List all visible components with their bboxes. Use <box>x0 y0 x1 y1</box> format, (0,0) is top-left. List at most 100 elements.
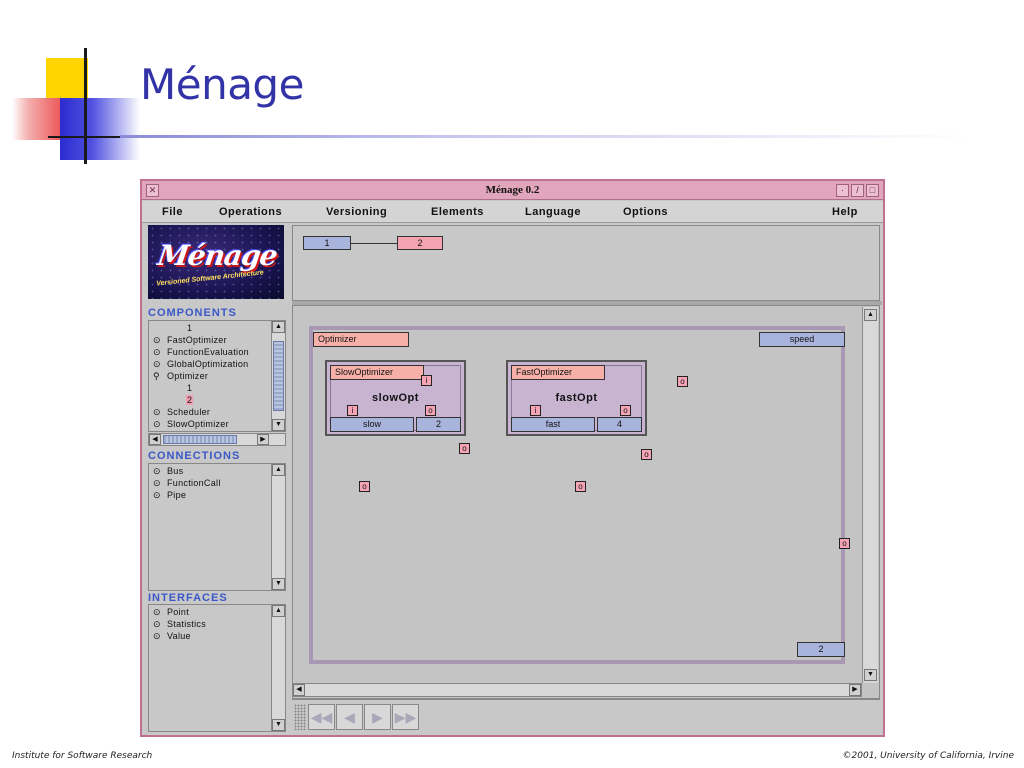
port-in[interactable]: i <box>347 405 358 416</box>
arrow-up-icon[interactable]: ▲ <box>864 309 877 321</box>
diagram-canvas[interactable]: Optimizer speed 2 SlowOptimizer slowOpt … <box>292 305 880 724</box>
title-rule <box>120 135 970 138</box>
port-out[interactable]: o <box>359 481 370 492</box>
arrow-left-icon[interactable]: ◀ <box>149 434 161 445</box>
minimize-icon[interactable]: · <box>836 184 849 197</box>
component-item[interactable]: ⊙Scheduler <box>153 407 211 417</box>
version-label[interactable]: 4 <box>597 417 642 432</box>
port-in[interactable]: i <box>530 405 541 416</box>
decor-blue-block <box>60 98 140 160</box>
port-out[interactable]: o <box>425 405 436 416</box>
grip-handle[interactable] <box>294 704 306 730</box>
menu-versioning[interactable]: Versioning <box>326 206 388 218</box>
component-version-selected[interactable]: 2 <box>186 395 194 405</box>
arrow-down-icon[interactable]: ▼ <box>864 669 877 681</box>
rewind-icon[interactable]: ◀◀ <box>308 704 335 730</box>
arrow-up-icon[interactable]: ▲ <box>272 464 285 476</box>
interface-label[interactable]: slow <box>330 417 414 432</box>
collapsed-node-icon[interactable]: ⊙ <box>153 631 161 641</box>
interface-item[interactable]: ⊙Point <box>153 607 190 617</box>
menu-help[interactable]: Help <box>832 206 858 218</box>
component-item[interactable]: ⚲Optimizer <box>153 371 209 381</box>
component-item[interactable]: ⊙FastOptimizer <box>153 335 227 345</box>
version-node[interactable]: 1 <box>303 236 351 250</box>
maximize-icon[interactable]: / <box>851 184 864 197</box>
scroll-thumb[interactable] <box>273 341 284 411</box>
components-hscroll[interactable]: ◀ ▶ <box>148 433 286 446</box>
component-version[interactable]: 1 <box>187 323 193 333</box>
port-out[interactable]: o <box>677 376 688 387</box>
collapsed-node-icon[interactable]: ⊙ <box>153 607 161 617</box>
interface-item[interactable]: ⊙Value <box>153 631 191 641</box>
arrow-right-icon[interactable]: ▶ <box>257 434 269 445</box>
back-icon[interactable]: ◀ <box>336 704 363 730</box>
arrow-right-icon[interactable]: ▶ <box>849 684 861 696</box>
collapsed-node-icon[interactable]: ⊙ <box>153 359 161 369</box>
fastopt-component[interactable]: FastOptimizer fastOpt fast 4 <box>506 360 647 436</box>
component-instance-name: fastOpt <box>555 392 598 404</box>
component-instance-name: slowOpt <box>372 392 419 404</box>
component-item[interactable]: ⊙FunctionEvaluation <box>153 347 249 357</box>
arrow-down-icon[interactable]: ▼ <box>272 419 285 431</box>
port-in[interactable]: i <box>421 375 432 386</box>
interfaces-vscroll[interactable]: ▲ ▼ <box>271 605 285 731</box>
arrow-down-icon[interactable]: ▼ <box>272 719 285 731</box>
arrow-down-icon[interactable]: ▼ <box>272 578 285 590</box>
canvas-hscroll[interactable]: ◀ ▶ <box>292 683 862 697</box>
port-out[interactable]: o <box>459 443 470 454</box>
version-label[interactable]: 2 <box>416 417 461 432</box>
menu-language[interactable]: Language <box>525 206 581 218</box>
component-type-label[interactable]: SlowOptimizer <box>330 365 424 380</box>
interface-item[interactable]: ⊙Statistics <box>153 619 207 629</box>
collapsed-node-icon[interactable]: ⊙ <box>153 335 161 345</box>
menu-operations[interactable]: Operations <box>219 206 283 218</box>
component-item[interactable]: ⊙GlobalOptimization <box>153 359 249 369</box>
collapsed-node-icon[interactable]: ⊙ <box>153 347 161 357</box>
menu-elements[interactable]: Elements <box>431 206 484 218</box>
decor-yellow-square <box>46 58 88 100</box>
fast-forward-icon[interactable]: ▶▶ <box>392 704 419 730</box>
collapsed-node-icon[interactable]: ⊙ <box>153 490 161 500</box>
slowopt-component[interactable]: SlowOptimizer slowOpt slow 2 <box>325 360 466 436</box>
arrow-left-icon[interactable]: ◀ <box>293 684 305 696</box>
component-version[interactable]: 1 <box>187 383 193 393</box>
port-out[interactable]: o <box>575 481 586 492</box>
components-vscroll[interactable]: ▲ ▼ <box>271 321 285 431</box>
interface-label[interactable]: fast <box>511 417 595 432</box>
left-panel: Ménage Versioned Software Architecture C… <box>144 224 286 734</box>
version-node-selected[interactable]: 2 <box>397 236 443 250</box>
port-out[interactable]: o <box>839 538 850 549</box>
connection-item[interactable]: ⊙Pipe <box>153 490 187 500</box>
interface-label[interactable]: speed <box>759 332 845 347</box>
component-type-label[interactable]: Optimizer <box>313 332 409 347</box>
collapsed-node-icon[interactable]: ⊙ <box>153 419 161 429</box>
interfaces-header: INTERFACES <box>148 592 228 604</box>
port-out[interactable]: o <box>641 449 652 460</box>
port-out[interactable]: o <box>620 405 631 416</box>
menu-file[interactable]: File <box>162 206 183 218</box>
version-label[interactable]: 2 <box>797 642 845 657</box>
fullscreen-icon[interactable]: □ <box>866 184 879 197</box>
forward-icon[interactable]: ▶ <box>364 704 391 730</box>
menu-options[interactable]: Options <box>623 206 669 218</box>
collapsed-node-icon[interactable]: ⊙ <box>153 466 161 476</box>
components-header: COMPONENTS <box>148 307 237 319</box>
expanded-node-icon[interactable]: ⚲ <box>153 371 160 381</box>
connection-item[interactable]: ⊙Bus <box>153 466 184 476</box>
component-item[interactable]: ⊙SlowOptimizer <box>153 419 229 429</box>
arrow-up-icon[interactable]: ▲ <box>272 321 285 333</box>
canvas-vscroll[interactable]: ▲ ▼ <box>862 307 878 683</box>
optimizer-component[interactable]: Optimizer speed 2 SlowOptimizer slowOpt … <box>309 326 845 664</box>
scroll-thumb[interactable] <box>163 435 237 444</box>
panel-divider[interactable] <box>292 301 882 305</box>
collapsed-node-icon[interactable]: ⊙ <box>153 478 161 488</box>
collapsed-node-icon[interactable]: ⊙ <box>153 407 161 417</box>
arrow-up-icon[interactable]: ▲ <box>272 605 285 617</box>
component-type-label[interactable]: FastOptimizer <box>511 365 605 380</box>
connection-item[interactable]: ⊙FunctionCall <box>153 478 221 488</box>
menu-bar: File Operations Versioning Elements Lang… <box>142 201 883 223</box>
collapsed-node-icon[interactable]: ⊙ <box>153 619 161 629</box>
connections-vscroll[interactable]: ▲ ▼ <box>271 464 285 590</box>
window-titlebar[interactable]: ✕ Ménage 0.2 · / □ <box>142 181 883 200</box>
close-icon[interactable]: ✕ <box>146 184 159 197</box>
